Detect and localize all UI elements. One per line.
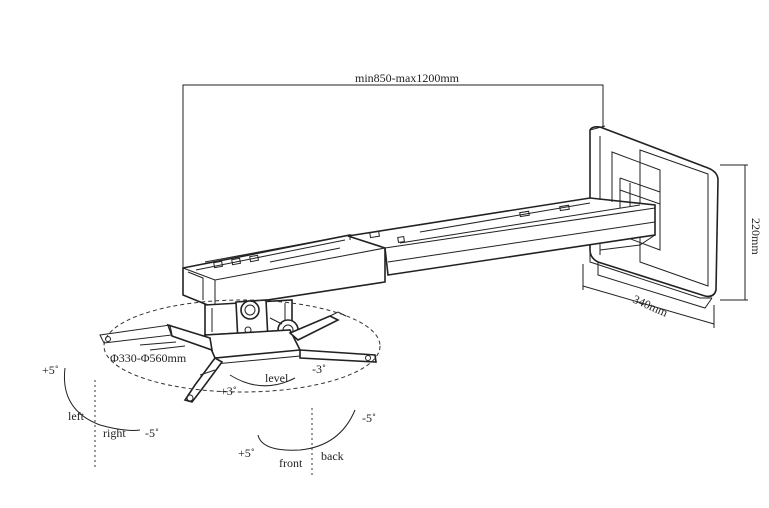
level-adjustment: level -3˚ +3˚ xyxy=(220,362,326,398)
outer-arm-tube xyxy=(182,234,386,309)
bracket-diameter-label: Φ330-Φ560mm xyxy=(110,351,187,365)
level-plus-label: +3˚ xyxy=(220,384,237,398)
plate-width-label: 340mm xyxy=(631,292,671,320)
level-minus-label: -3˚ xyxy=(312,362,326,376)
front-label: front xyxy=(279,456,303,470)
tilt-head xyxy=(204,299,299,343)
right-label: right xyxy=(103,426,126,440)
inner-arm-tube xyxy=(347,178,656,276)
back-minus-label: -5˚ xyxy=(362,411,376,425)
left-label: left xyxy=(68,409,85,423)
level-label: level xyxy=(265,371,289,385)
arm-length-label: min850-max1200mm xyxy=(355,71,460,85)
plate-height-label: 220mm xyxy=(749,218,763,255)
bracket-range-ellipse xyxy=(103,299,381,393)
pitch-adjustment: +5˚ front back -5˚ xyxy=(238,408,376,478)
spider-bracket xyxy=(99,311,377,403)
back-label: back xyxy=(321,449,344,463)
front-plus-label: +5˚ xyxy=(238,446,255,460)
right-minus-label: -5˚ xyxy=(145,426,159,440)
left-plus-label: +5˚ xyxy=(42,363,59,377)
plate-height-dimension: 220mm xyxy=(720,164,763,301)
roll-adjustment: +5˚ left right -5˚ xyxy=(42,363,159,470)
